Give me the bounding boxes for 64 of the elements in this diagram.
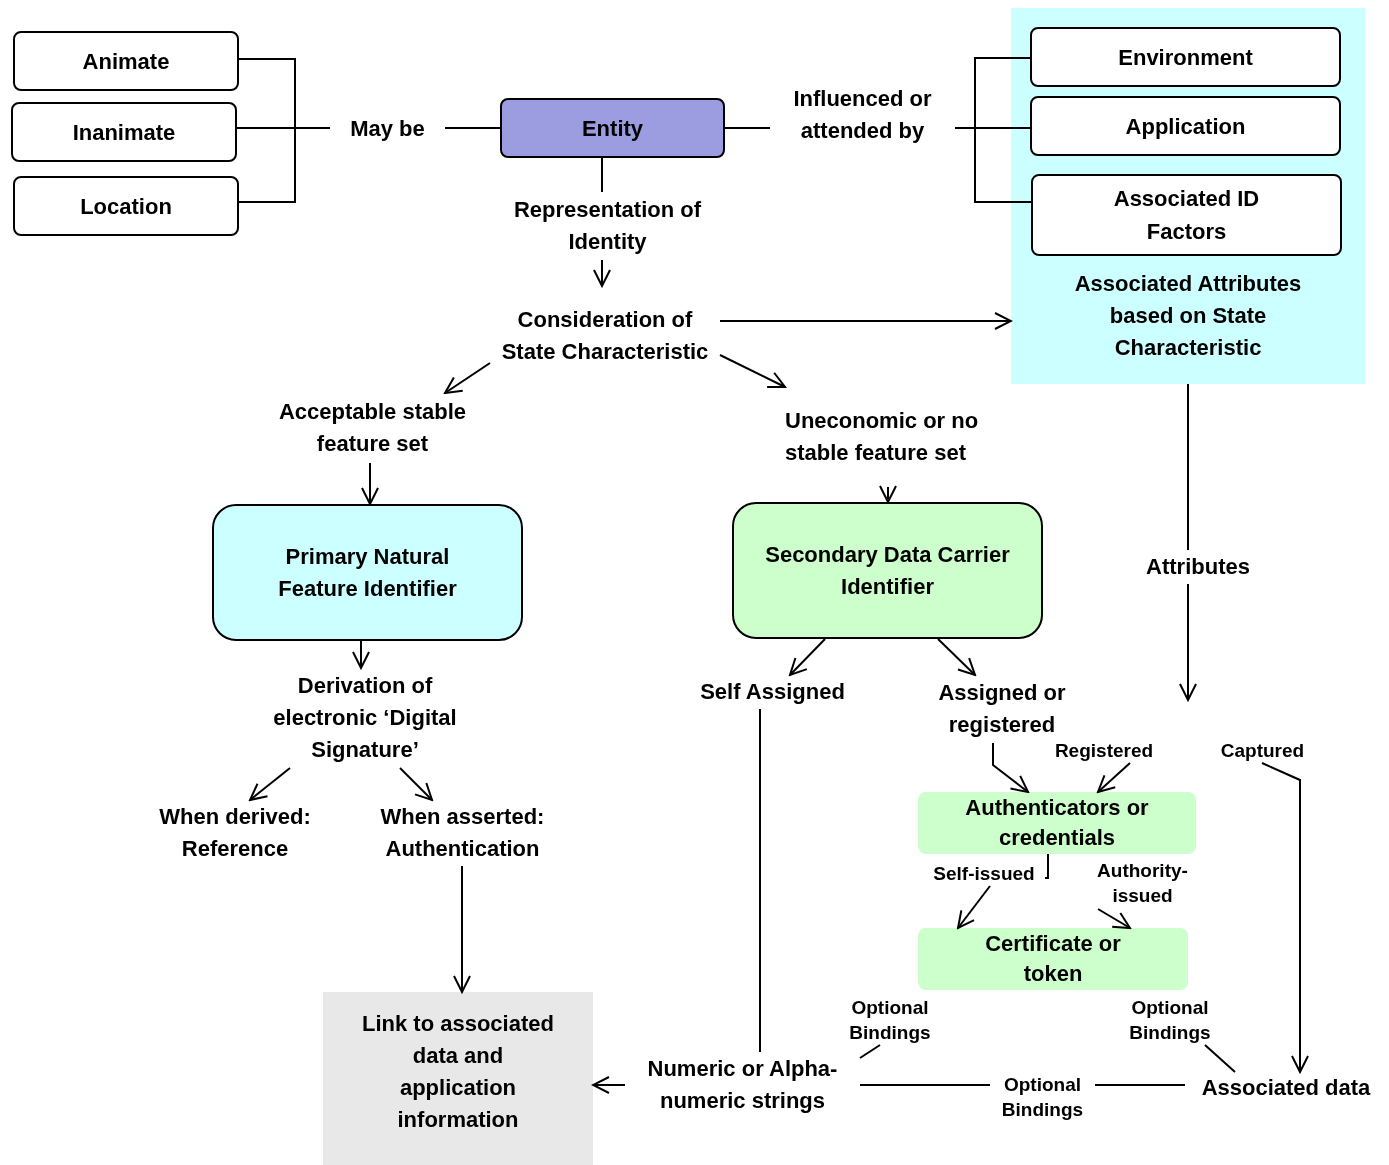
flow-label: Derivation of electronic ‘Digital Signature’	[240, 668, 490, 768]
flow-label: Uneconomic or no stable feature set	[785, 387, 1010, 487]
arrow	[361, 462, 379, 505]
rounded-box: Application	[1030, 96, 1341, 156]
flow-label: Representation of Identity	[480, 192, 735, 260]
flow-label: Consideration of State Characteristic	[490, 286, 720, 386]
arrow	[937, 638, 976, 676]
rounded-box: Associated ID Factors	[1031, 174, 1342, 256]
flow-label: When asserted: Authentication	[355, 800, 570, 866]
connector-line	[1204, 1044, 1236, 1073]
connector-line	[444, 127, 501, 129]
connector-line	[601, 157, 603, 193]
arrow	[719, 354, 786, 389]
arrow	[879, 485, 897, 503]
connector-line	[724, 127, 771, 129]
binding-label: Optional Bindings	[1115, 995, 1225, 1045]
arrow	[719, 312, 1012, 330]
arrow	[453, 865, 471, 993]
rounded-box: Location	[13, 176, 239, 236]
arrow	[399, 767, 433, 801]
connector-line	[1044, 853, 1049, 879]
connector-line	[1187, 383, 1189, 551]
arrow	[789, 638, 826, 676]
flow-label: Influenced or attended by	[770, 80, 955, 150]
arrow	[1261, 762, 1309, 1073]
connector-line	[759, 708, 761, 1053]
arrow	[593, 259, 611, 287]
rounded-box: Animate	[13, 31, 239, 91]
arrow	[992, 742, 1029, 793]
binding-label: Optional Bindings	[990, 1072, 1095, 1122]
connector-line	[1094, 1084, 1186, 1086]
arrow	[249, 767, 291, 801]
panel-label: Associated Attributes based on State Characteristic	[1073, 270, 1303, 362]
flow-label: Self Assigned	[680, 675, 865, 709]
link-panel: Link to associated data and application information	[323, 992, 593, 1165]
arrow	[957, 885, 991, 929]
arrow	[352, 640, 370, 669]
credential-box: Certificate or token	[918, 928, 1188, 990]
connector-line	[859, 1084, 991, 1086]
connector-line	[859, 1044, 881, 1059]
binding-label: Authority-issued	[1085, 857, 1200, 909]
arrow	[1179, 583, 1197, 701]
rounded-box: Inanimate	[11, 102, 237, 162]
connector-line	[954, 127, 1032, 203]
arrow	[1097, 908, 1131, 929]
rounded-box: Environment	[1030, 27, 1341, 87]
binding-label: Optional Bindings	[838, 995, 942, 1045]
flow-label: Numeric or Alpha-numeric strings	[625, 1052, 860, 1118]
arrow	[1097, 762, 1131, 793]
flow-label: When derived: Reference	[130, 800, 340, 866]
arrow	[592, 1076, 626, 1094]
identifier-box: Secondary Data Carrier Identifier	[732, 502, 1043, 639]
flow-label: Associated data	[1185, 1072, 1387, 1104]
binding-label: Self-issued	[923, 860, 1045, 886]
binding-label: Captured	[1210, 737, 1315, 763]
connector-line	[238, 127, 331, 203]
flow-label: Acceptable stable feature set	[250, 393, 495, 463]
flow-label: May be	[330, 112, 445, 146]
attributes-panel	[1011, 8, 1365, 384]
credential-box: Authenticators or credentials	[918, 792, 1196, 854]
identifier-box: Primary Natural Feature Identifier	[212, 504, 523, 641]
arrow	[444, 362, 491, 394]
flow-label: Attributes	[1128, 550, 1268, 584]
entity-box: Entity	[500, 98, 725, 158]
